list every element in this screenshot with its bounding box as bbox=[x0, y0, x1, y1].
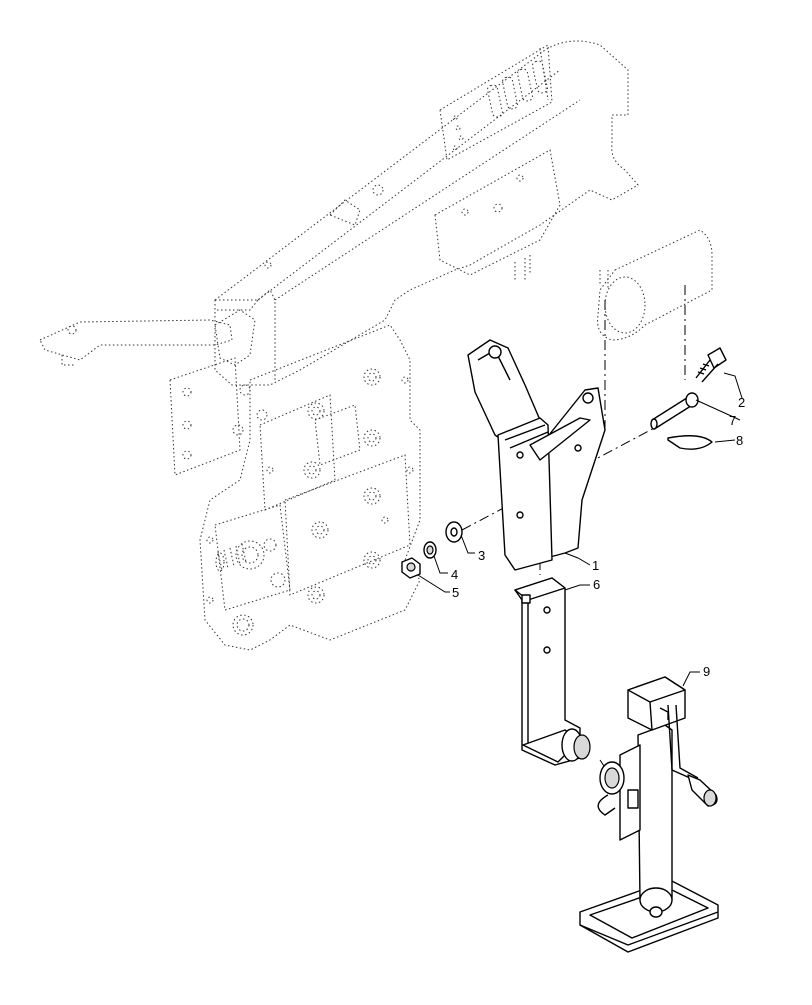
callout-4: 4 bbox=[451, 567, 458, 582]
part-3-washer bbox=[445, 521, 463, 543]
part-8-clip bbox=[667, 435, 713, 450]
callout-9: 9 bbox=[703, 664, 710, 679]
slot-plate bbox=[452, 60, 548, 151]
part-7-pin bbox=[650, 392, 699, 430]
part-4-lock-washer bbox=[423, 541, 437, 559]
callout-2: 2 bbox=[738, 395, 745, 410]
callout-6: 6 bbox=[593, 577, 600, 592]
callout-3: 3 bbox=[478, 548, 485, 563]
plate-bolts bbox=[232, 368, 414, 604]
callout-7: 7 bbox=[729, 413, 736, 428]
part-1-bracket bbox=[467, 339, 606, 571]
callout-1: 1 bbox=[592, 558, 599, 573]
spring bbox=[215, 543, 247, 572]
callout-5: 5 bbox=[452, 585, 459, 600]
chassis-frame bbox=[39, 40, 639, 651]
part-2-bolt bbox=[695, 347, 727, 383]
callout-8: 8 bbox=[736, 433, 743, 448]
callouts: 1 2 3 4 5 6 7 8 9 bbox=[451, 395, 745, 679]
part-9-jack bbox=[579, 676, 719, 953]
hitch-tube bbox=[597, 229, 713, 341]
part-5-nut bbox=[401, 557, 421, 579]
part-6-stand-tube bbox=[514, 577, 591, 766]
leader-lines bbox=[417, 372, 743, 687]
